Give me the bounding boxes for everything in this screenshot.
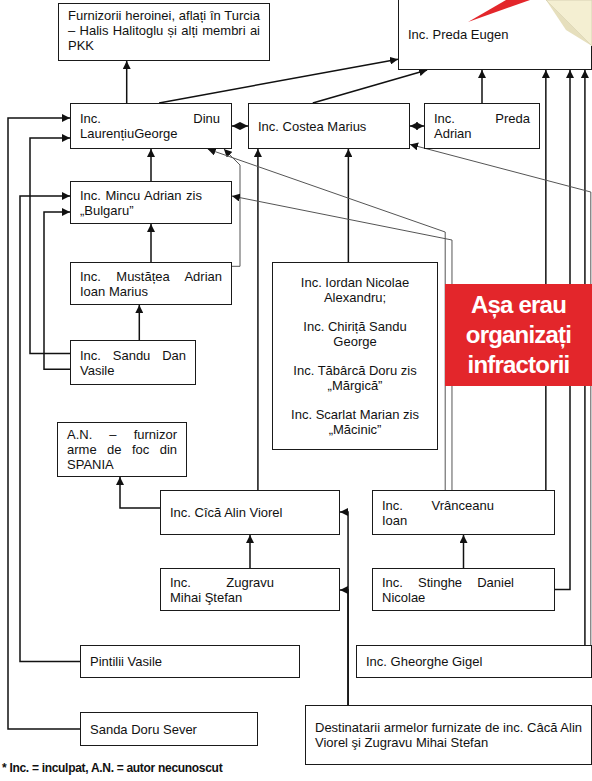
node-text: Inc. Tăbârcă Doru zis „Mărgică”: [282, 363, 428, 393]
person-box: Inc. Zugravu Mihai Ştefan: [160, 568, 340, 611]
person-box: Inc. Mincu Adrian zis „Bulgaru”: [70, 181, 232, 224]
person-box: Destinatarii armelor furnizate de inc. C…: [305, 705, 592, 765]
connector-arrow: [340, 512, 348, 705]
node-text: Inc. Mustățea Adrian Ioan Marius: [80, 269, 222, 299]
connector-arrow: [340, 590, 348, 705]
connector-arrow: [232, 196, 452, 490]
node-text: Inc. Stinghe Daniel Nicolae: [382, 575, 514, 605]
connector-arrow: [30, 138, 70, 354]
connector-arrow: [410, 125, 424, 127]
person-box: Inc. Sandu Dan Vasile: [70, 340, 196, 385]
node-text: Inc. Vrânceanu Ioan: [382, 498, 494, 528]
node-text: Inc. Iordan Nicolae Alexandru;: [282, 275, 428, 305]
node-text: Sanda Doru Sever: [90, 722, 248, 737]
connector-arrow: [44, 212, 70, 369]
person-box: Sanda Doru Sever: [80, 712, 258, 746]
connector-arrow: [139, 305, 141, 340]
node-text: Inc. Costea Marius: [258, 119, 368, 134]
connector-arrow: [249, 535, 251, 568]
connector-arrow: [545, 70, 547, 490]
title-banner: Așa erau organizați infractorii: [445, 284, 592, 386]
node-text: Inc. Mincu Adrian zis „Bulgaru”: [80, 188, 202, 218]
connector-arrow: [463, 535, 465, 568]
person-box: Inc. Gheorghe Gigel: [356, 645, 592, 678]
node-text: A.N. – furnizor arme de foc din SPANIA: [67, 427, 177, 472]
node-text: Inc. Gheorghe Gigel: [366, 654, 582, 669]
node-text: Destinatarii armelor furnizate de inc. C…: [315, 720, 582, 750]
person-box: Inc. Costea Marius: [248, 103, 410, 149]
node-text: Inc. Preda Adrian: [434, 111, 530, 141]
node-text: Inc. Sandu Dan Vasile: [80, 348, 186, 378]
node-text: Inc. Chiriță Sandu George: [282, 319, 428, 349]
footnote: * Inc. = inculpat, A.N. = autor necunosc…: [2, 761, 222, 775]
person-box: Inc. Preda Eugen: [398, 0, 592, 70]
connector-arrow: [232, 125, 248, 127]
connector-arrow: [126, 61, 128, 103]
person-box: Inc. Iordan Nicolae Alexandru; Inc. Chiri…: [272, 262, 438, 450]
node-text: Inc. Scarlat Marian zis „Măcinic”: [282, 407, 428, 437]
connector-arrow: [257, 149, 259, 490]
connector-arrow: [159, 59, 398, 103]
person-box: Inc. Cîcă Alin Viorel: [160, 490, 340, 535]
person-box: Inc. Preda Adrian: [424, 103, 540, 149]
person-box: A.N. – furnizor arme de foc din SPANIA: [57, 422, 187, 477]
connector-arrow: [313, 70, 427, 103]
connector-arrow: [481, 70, 483, 103]
person-box: Inc. Vrânceanu Ioan: [372, 490, 555, 535]
connector-arrow: [348, 149, 350, 262]
person-box: Furnizorii heroinei, aflați în Turcia – …: [58, 3, 270, 61]
connector-arrow: [120, 477, 160, 508]
node-text: Furnizorii heroinei, aflați în Turcia – …: [68, 8, 260, 53]
node-text: Inc. Dinu LaurențiuGeorge: [80, 111, 220, 141]
person-box: Inc. Stinghe Daniel Nicolae: [372, 568, 555, 611]
person-box: Inc. Mustățea Adrian Ioan Marius: [70, 262, 232, 305]
connector-arrow: [150, 224, 152, 262]
node-text: Inc. Preda Eugen: [408, 27, 582, 42]
connector-arrow: [208, 149, 446, 490]
person-box: Pintilii Vasile: [80, 645, 300, 678]
connector-arrow: [150, 149, 152, 181]
node-text: Inc. Cîcă Alin Viorel: [170, 505, 290, 520]
title-text: Așa erau organizați infractorii: [449, 290, 588, 380]
node-text: Pintilii Vasile: [90, 654, 290, 669]
node-text: Inc. Zugravu Mihai Ştefan: [170, 575, 274, 605]
person-box: Inc. Dinu LaurențiuGeorge: [70, 103, 232, 149]
